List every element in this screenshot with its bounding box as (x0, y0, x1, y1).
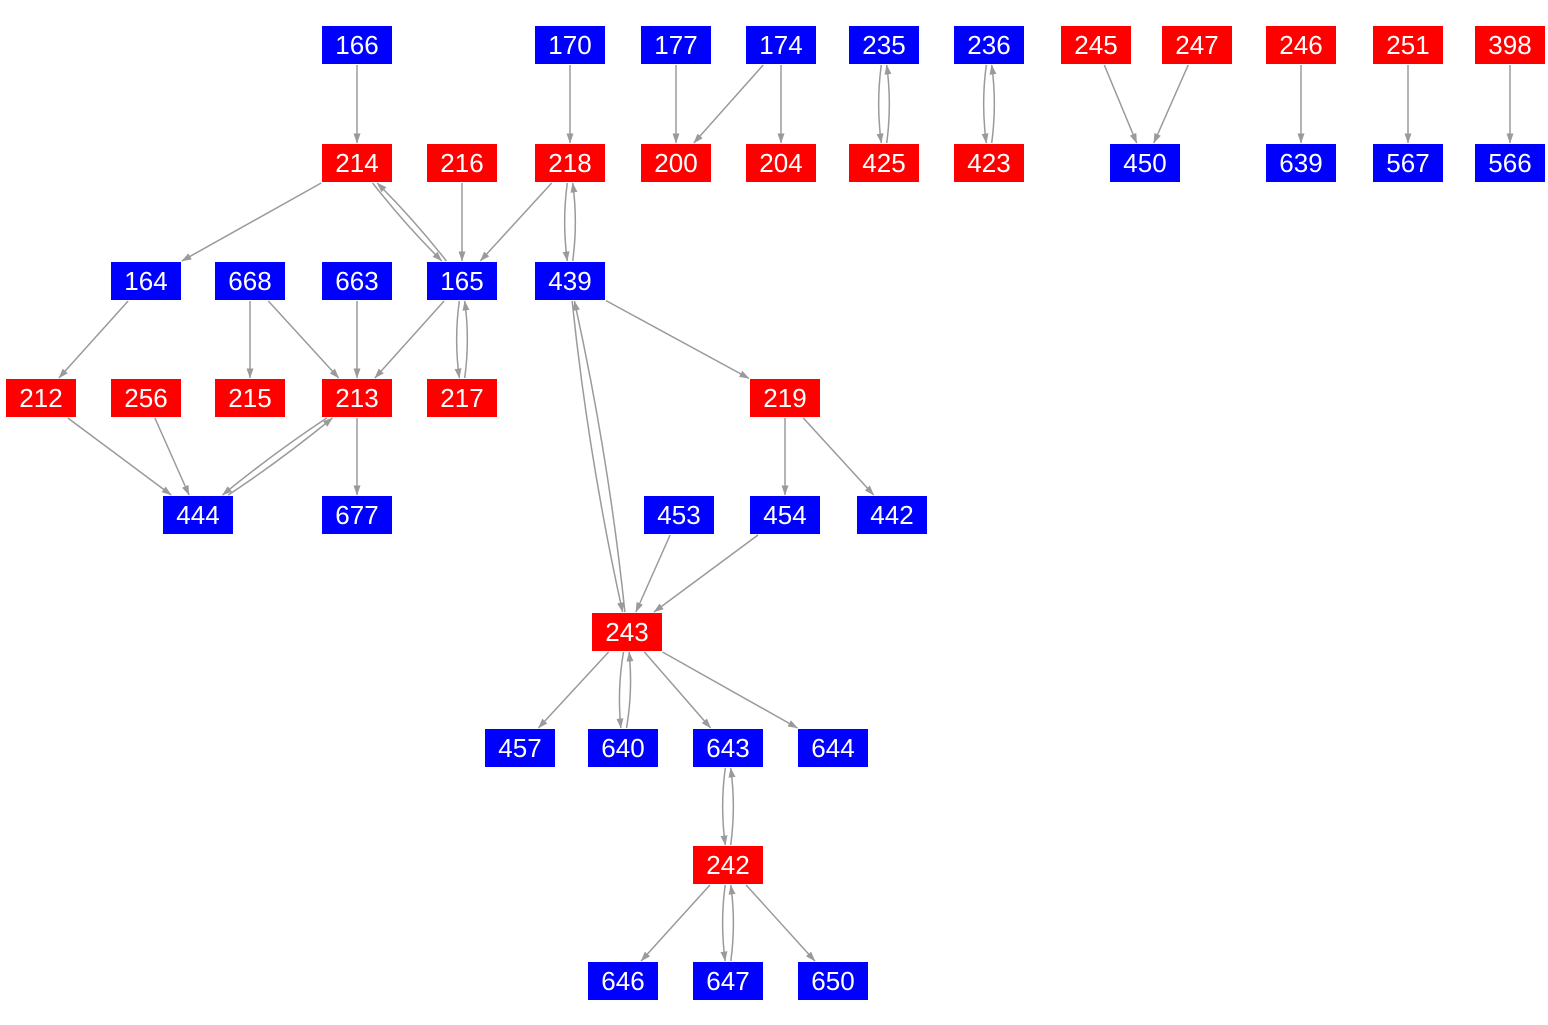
graph-node-640: 640 (588, 729, 658, 767)
edge-165-to-213 (374, 300, 445, 379)
edge-236-to-423 (981, 64, 989, 144)
edge-213-to-444 (222, 417, 328, 496)
graph-node-200: 200 (641, 144, 711, 182)
edge-164-to-212 (58, 300, 129, 379)
edge-243-to-457 (537, 651, 610, 729)
edge-439-to-219 (605, 299, 750, 380)
edge-243-to-643 (643, 651, 712, 729)
graph-node-453: 453 (644, 496, 714, 534)
graph-node-454: 454 (750, 496, 820, 534)
graph-node-444: 444 (163, 496, 233, 534)
edge-174-to-200 (693, 64, 764, 144)
edge-439-to-243 (571, 300, 624, 613)
graph-node-423: 423 (954, 144, 1024, 182)
graph-node-647: 647 (693, 962, 763, 1000)
graph-node-567: 567 (1373, 144, 1443, 182)
graph-node-398: 398 (1475, 26, 1545, 64)
graph-node-219: 219 (750, 379, 820, 417)
edge-242-to-650 (745, 884, 816, 962)
graph-node-204: 204 (746, 144, 816, 182)
graph-node-164: 164 (111, 262, 181, 300)
edge-425-to-235 (884, 64, 892, 144)
graph-node-216: 216 (427, 144, 497, 182)
graph-node-442: 442 (857, 496, 927, 534)
graph-node-663: 663 (322, 262, 392, 300)
edge-643-to-242 (720, 767, 728, 846)
edge-218-to-439 (562, 182, 570, 262)
graph-node-566: 566 (1475, 144, 1545, 182)
graph-node-677: 677 (322, 496, 392, 534)
graph-node-242: 242 (693, 846, 763, 884)
graph-node-439: 439 (535, 262, 605, 300)
edge-444-to-213 (227, 417, 333, 496)
graph-node-217: 217 (427, 379, 497, 417)
edge-242-to-643 (728, 767, 736, 846)
edge-218-to-165 (479, 182, 553, 262)
edge-668-to-213 (267, 300, 340, 379)
edge-256-to-444 (154, 417, 190, 496)
graph-node-245: 245 (1061, 26, 1131, 64)
edge-245-to-450 (1103, 64, 1138, 144)
graph-node-218: 218 (535, 144, 605, 182)
graph-node-212: 212 (6, 379, 76, 417)
edge-423-to-236 (989, 64, 997, 144)
graph-node-174: 174 (746, 26, 816, 64)
graph-node-644: 644 (798, 729, 868, 767)
graph-node-639: 639 (1266, 144, 1336, 182)
edge-243-to-644 (662, 651, 798, 729)
graph-node-177: 177 (641, 26, 711, 64)
graph-node-425: 425 (849, 144, 919, 182)
edge-212-to-444 (67, 417, 172, 496)
graph-node-236: 236 (954, 26, 1024, 64)
graph-node-457: 457 (485, 729, 555, 767)
edge-640-to-243 (625, 651, 634, 729)
graph-node-213: 213 (322, 379, 392, 417)
edge-454-to-243 (653, 534, 759, 613)
graph-node-450: 450 (1110, 144, 1180, 182)
graph-node-247: 247 (1162, 26, 1232, 64)
edge-247-to-450 (1153, 64, 1189, 144)
graph-node-243: 243 (592, 613, 662, 651)
edge-235-to-425 (876, 64, 884, 144)
edge-439-to-218 (570, 182, 578, 262)
graph-node-235: 235 (849, 26, 919, 64)
edge-165-to-217 (454, 300, 462, 379)
graph-node-643: 643 (693, 729, 763, 767)
edge-214-to-164 (181, 182, 322, 262)
graph-node-251: 251 (1373, 26, 1443, 64)
graph-node-166: 166 (322, 26, 392, 64)
graph-node-170: 170 (535, 26, 605, 64)
graph-node-256: 256 (111, 379, 181, 417)
edge-242-to-647 (720, 884, 728, 962)
graph-node-165: 165 (427, 262, 497, 300)
edge-219-to-442 (802, 417, 875, 496)
edge-243-to-439 (573, 300, 626, 613)
graph-node-650: 650 (798, 962, 868, 1000)
edge-217-to-165 (462, 300, 470, 379)
graph-node-215: 215 (215, 379, 285, 417)
edge-453-to-243 (635, 534, 671, 613)
graph-node-646: 646 (588, 962, 658, 1000)
edge-243-to-640 (616, 651, 625, 729)
graph-node-214: 214 (322, 144, 392, 182)
edge-242-to-646 (640, 884, 711, 962)
graph-node-668: 668 (215, 262, 285, 300)
edge-165-to-214 (376, 182, 447, 262)
edge-647-to-242 (728, 884, 736, 962)
graph-node-246: 246 (1266, 26, 1336, 64)
